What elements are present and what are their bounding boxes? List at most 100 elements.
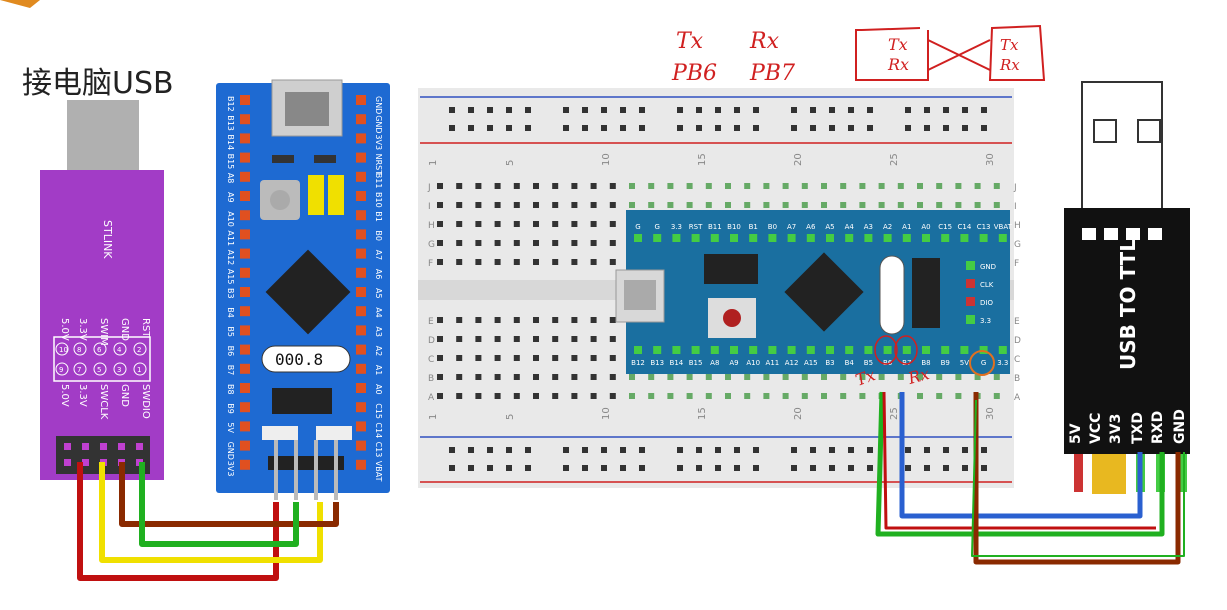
breadboard-row-letter: I [428,202,431,212]
breadboard-hole [840,202,847,208]
minimodule-pin-label: B13 [650,359,664,367]
rail-hole [810,465,816,471]
minimodule-pin [845,234,854,242]
breadboard-hole [533,336,539,342]
breadboard-hole [571,240,578,246]
breadboard-hole [552,317,559,323]
minimodule-pin-label: A15 [804,359,818,367]
bluepill-pin-hole [356,440,366,451]
bluepill-pin-label: B1 [374,211,383,222]
breadboard-col-number: 30 [985,153,996,166]
rail-hole [487,125,493,131]
stlink-pin-number: 10 [59,346,68,354]
rail-hole [525,125,531,131]
minimodule-pin [672,346,681,354]
usb-title: 接电脑USB [22,66,174,101]
breadboard-hole [859,202,866,208]
rail-hole [639,125,645,131]
minimodule-pin [998,346,1007,354]
stlink-header-pin [82,443,89,450]
bluepill-pin-hole [356,95,366,105]
bluepill-pin-label: B12 [226,96,235,112]
bluepill-pin-label: A2 [374,346,383,357]
bluepill-pin-hole [240,95,250,105]
minimodule-pin [653,346,662,354]
bluepill-pin-label: GND [374,115,383,133]
breadboard-hole [705,202,712,208]
breadboard-col-number: 25 [889,407,900,420]
bluepill-pin-hole [356,152,366,163]
breadboard-hole [859,393,866,399]
wire-yellow-stlink [99,462,323,563]
stlink-pin-number: 5 [97,366,101,374]
breadboard-hole [552,183,559,189]
breadboard-hole [494,221,501,227]
bluepill-pin-hole [356,133,366,144]
breadboard-hole [725,393,731,399]
bluepill-pin-label: GND [374,96,383,114]
annot-pb6: PB6 [671,61,717,86]
minimodule-pin [634,346,642,354]
breadboard-hole [993,202,1000,208]
rail-hole [867,465,873,471]
bluepill-pin-label: A0 [374,384,383,395]
breadboard-hole [763,183,770,189]
bluepill-pin-hole [356,248,366,259]
rail-hole [487,107,493,113]
stlink-header-pin [82,459,89,466]
breadboard-hole [974,183,981,189]
stlink-pin-label: GND [119,318,130,341]
bluepill-pin-hole [240,325,250,336]
breadboard-hole [475,355,482,361]
rail-hole [468,447,474,453]
breadboard-hole [552,336,559,342]
breadboard-hole [801,202,808,208]
minimodule-pin-label: A8 [710,359,719,367]
minimodule-pin-label: G [654,223,659,231]
minimodule-crystal [879,255,905,335]
annot-pb7: PB7 [749,61,795,86]
bluepill-pin-hole [356,402,366,413]
bluepill-left-pin-labels: B12B13B14B15A8A9A10A11A12A15B3B4B5B6B7B8… [226,96,235,476]
bluepill-pin-label: 5V [226,422,235,433]
breadboard-hole [686,202,693,208]
breadboard-hole [590,374,597,380]
bluepill-pin-label: B9 [226,403,235,414]
minimodule-pin [672,234,681,242]
bluepill-pin-label: A12 [226,250,235,266]
breadboard-hole [974,202,981,208]
rail-hole [753,447,759,453]
stlink-pin-number: 8 [77,346,81,354]
rail-hole [487,447,493,453]
wire-green-ttl-gnd [971,399,1185,557]
rail-hole [867,125,873,131]
corner-logo [0,0,40,8]
stlink-pin-circle [73,342,87,356]
breadboard-hole [571,259,578,265]
bluepill-pin-label: C15 [374,403,383,419]
rail-hole [563,125,569,131]
breadboard-row-letter: G [1014,240,1021,250]
breadboard-hole [993,393,1000,399]
rail-hole [943,107,949,113]
breadboard-hole [456,202,463,208]
breadboard-col-number: 15 [697,407,708,420]
bluepill-pin-label: A4 [374,307,383,318]
rail-hole [487,465,493,471]
breadboard-row-letter: F [1014,259,1019,269]
minimodule-pin-label: 3.3 [671,223,682,231]
rail-hole [791,125,797,131]
rail-hole [905,447,911,453]
breadboard-hole [513,240,520,246]
stlink-pin-label: 5.0V [59,318,70,341]
stlink-body [40,170,164,480]
minimodule-pin-label: G [981,359,986,367]
bluepill-pin-label: VBAT [374,461,383,482]
minimodule-pin-label: A5 [825,223,834,231]
breadboard-hole [437,221,443,227]
minimodule-pin [806,346,815,354]
breadboard-hole [801,374,808,380]
